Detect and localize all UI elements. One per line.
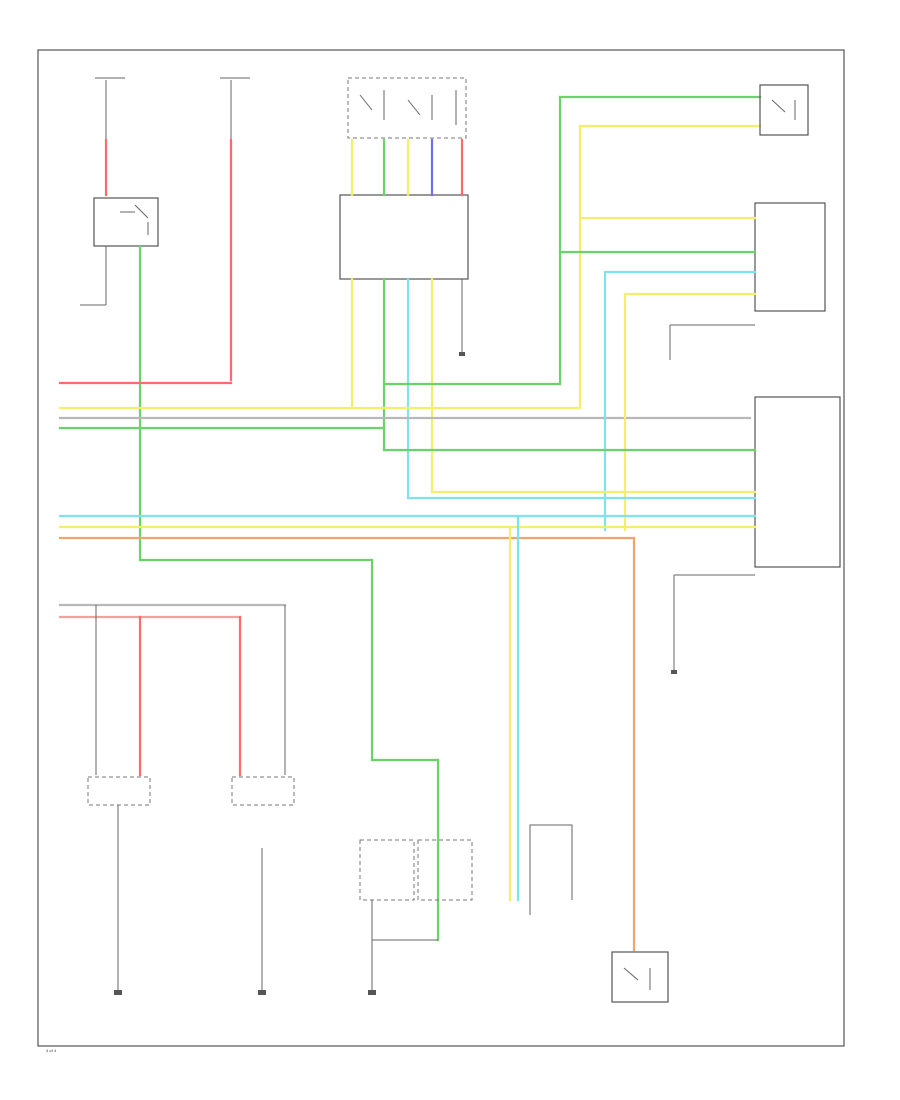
fuse-feed-left [95,77,125,197]
fuse-feed-right [220,77,250,382]
switch-housing-top [347,77,467,139]
relay-top-right [759,84,809,136]
switch-module [339,194,469,280]
diagram-frame [37,49,845,1047]
relay-box [93,197,159,247]
relay-bottom-right [611,951,669,1003]
left-switch-assembly [754,396,841,568]
sensor-right [417,839,473,901]
page-label: 4 of 4 [46,1049,57,1053]
switch-right [231,776,295,806]
switch-left [87,776,151,806]
right-switch-assembly [754,202,826,312]
sensor-left [359,839,415,901]
